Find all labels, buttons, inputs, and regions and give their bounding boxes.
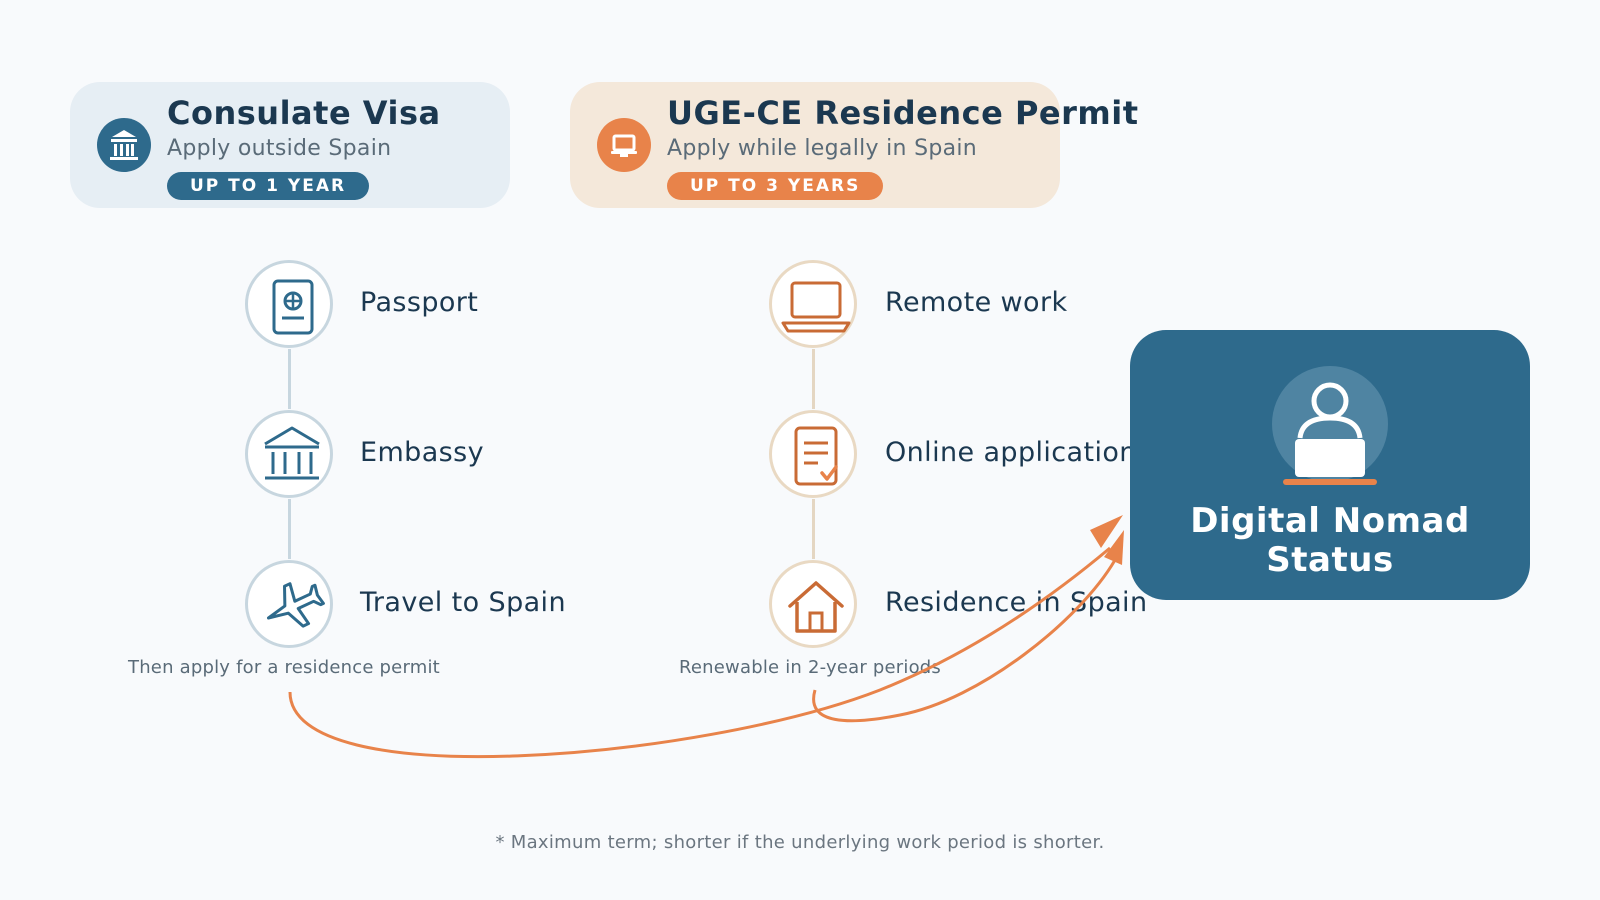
consulate-visa-subtitle: Apply outside Spain [167, 136, 392, 161]
uge-step-connector [812, 499, 815, 559]
uge-step-online-application-label: Online application [885, 437, 1137, 468]
consulate-step-travel [245, 560, 333, 648]
consulate-step-connector [288, 499, 291, 559]
person-laptop-icon [1272, 366, 1388, 485]
uge-step-remote-work [769, 260, 857, 348]
digital-nomad-title-line2: Status [1266, 540, 1394, 580]
uge-step-residence [769, 560, 857, 648]
consulate-visa-duration-badge: UP TO 1 YEAR [167, 172, 370, 200]
consulate-note: Then apply for a residence permit [128, 657, 440, 678]
consulate-step-embassy-label: Embassy [360, 437, 484, 468]
consulate-step-travel-label: Travel to Spain [360, 587, 566, 618]
consulate-to-nomad-arrow [288, 546, 1111, 759]
consulate-step-passport-label: Passport [360, 287, 479, 318]
house-icon [788, 581, 844, 633]
uge-step-remote-work-label: Remote work [885, 287, 1068, 318]
uge-permit-title: UGE-CE Residence Permit [667, 94, 1139, 132]
uge-step-online-application [769, 410, 857, 498]
uge-permit-subtitle: Apply while legally in Spain [667, 136, 978, 161]
consulate-step-connector [288, 349, 291, 409]
bank-icon [97, 118, 151, 172]
laptop-icon [781, 281, 851, 333]
consulate-step-embassy [245, 410, 333, 498]
consulate-visa-title: Consulate Visa [167, 94, 441, 132]
passport-icon [272, 279, 314, 335]
consulate-to-nomad-arrowhead [1090, 515, 1123, 548]
consulate-visa-card: Consulate Visa Apply outside Spain UP TO… [70, 82, 510, 208]
footnote: * Maximum term; shorter if the underlyin… [495, 832, 1105, 853]
uge-step-connector [812, 349, 815, 409]
digital-nomad-title-line1: Digital Nomad [1190, 501, 1470, 541]
document-check-icon [794, 426, 838, 486]
digital-nomad-status-title: Digital Nomad Status [1130, 502, 1530, 580]
airplane-icon [266, 582, 325, 628]
consulate-step-passport [245, 260, 333, 348]
uge-permit-card: UGE-CE Residence Permit Apply while lega… [570, 82, 1138, 208]
uge-step-residence-label: Residence in Spain [885, 587, 1148, 618]
embassy-icon [264, 426, 320, 480]
uge-to-nomad-arrowhead [1104, 530, 1124, 565]
uge-permit-duration-badge: UP TO 3 YEARS [667, 172, 884, 200]
digital-nomad-status-card: Digital Nomad Status [1130, 330, 1530, 600]
laptop-icon [597, 118, 651, 172]
uge-note: Renewable in 2-year periods [679, 657, 941, 678]
